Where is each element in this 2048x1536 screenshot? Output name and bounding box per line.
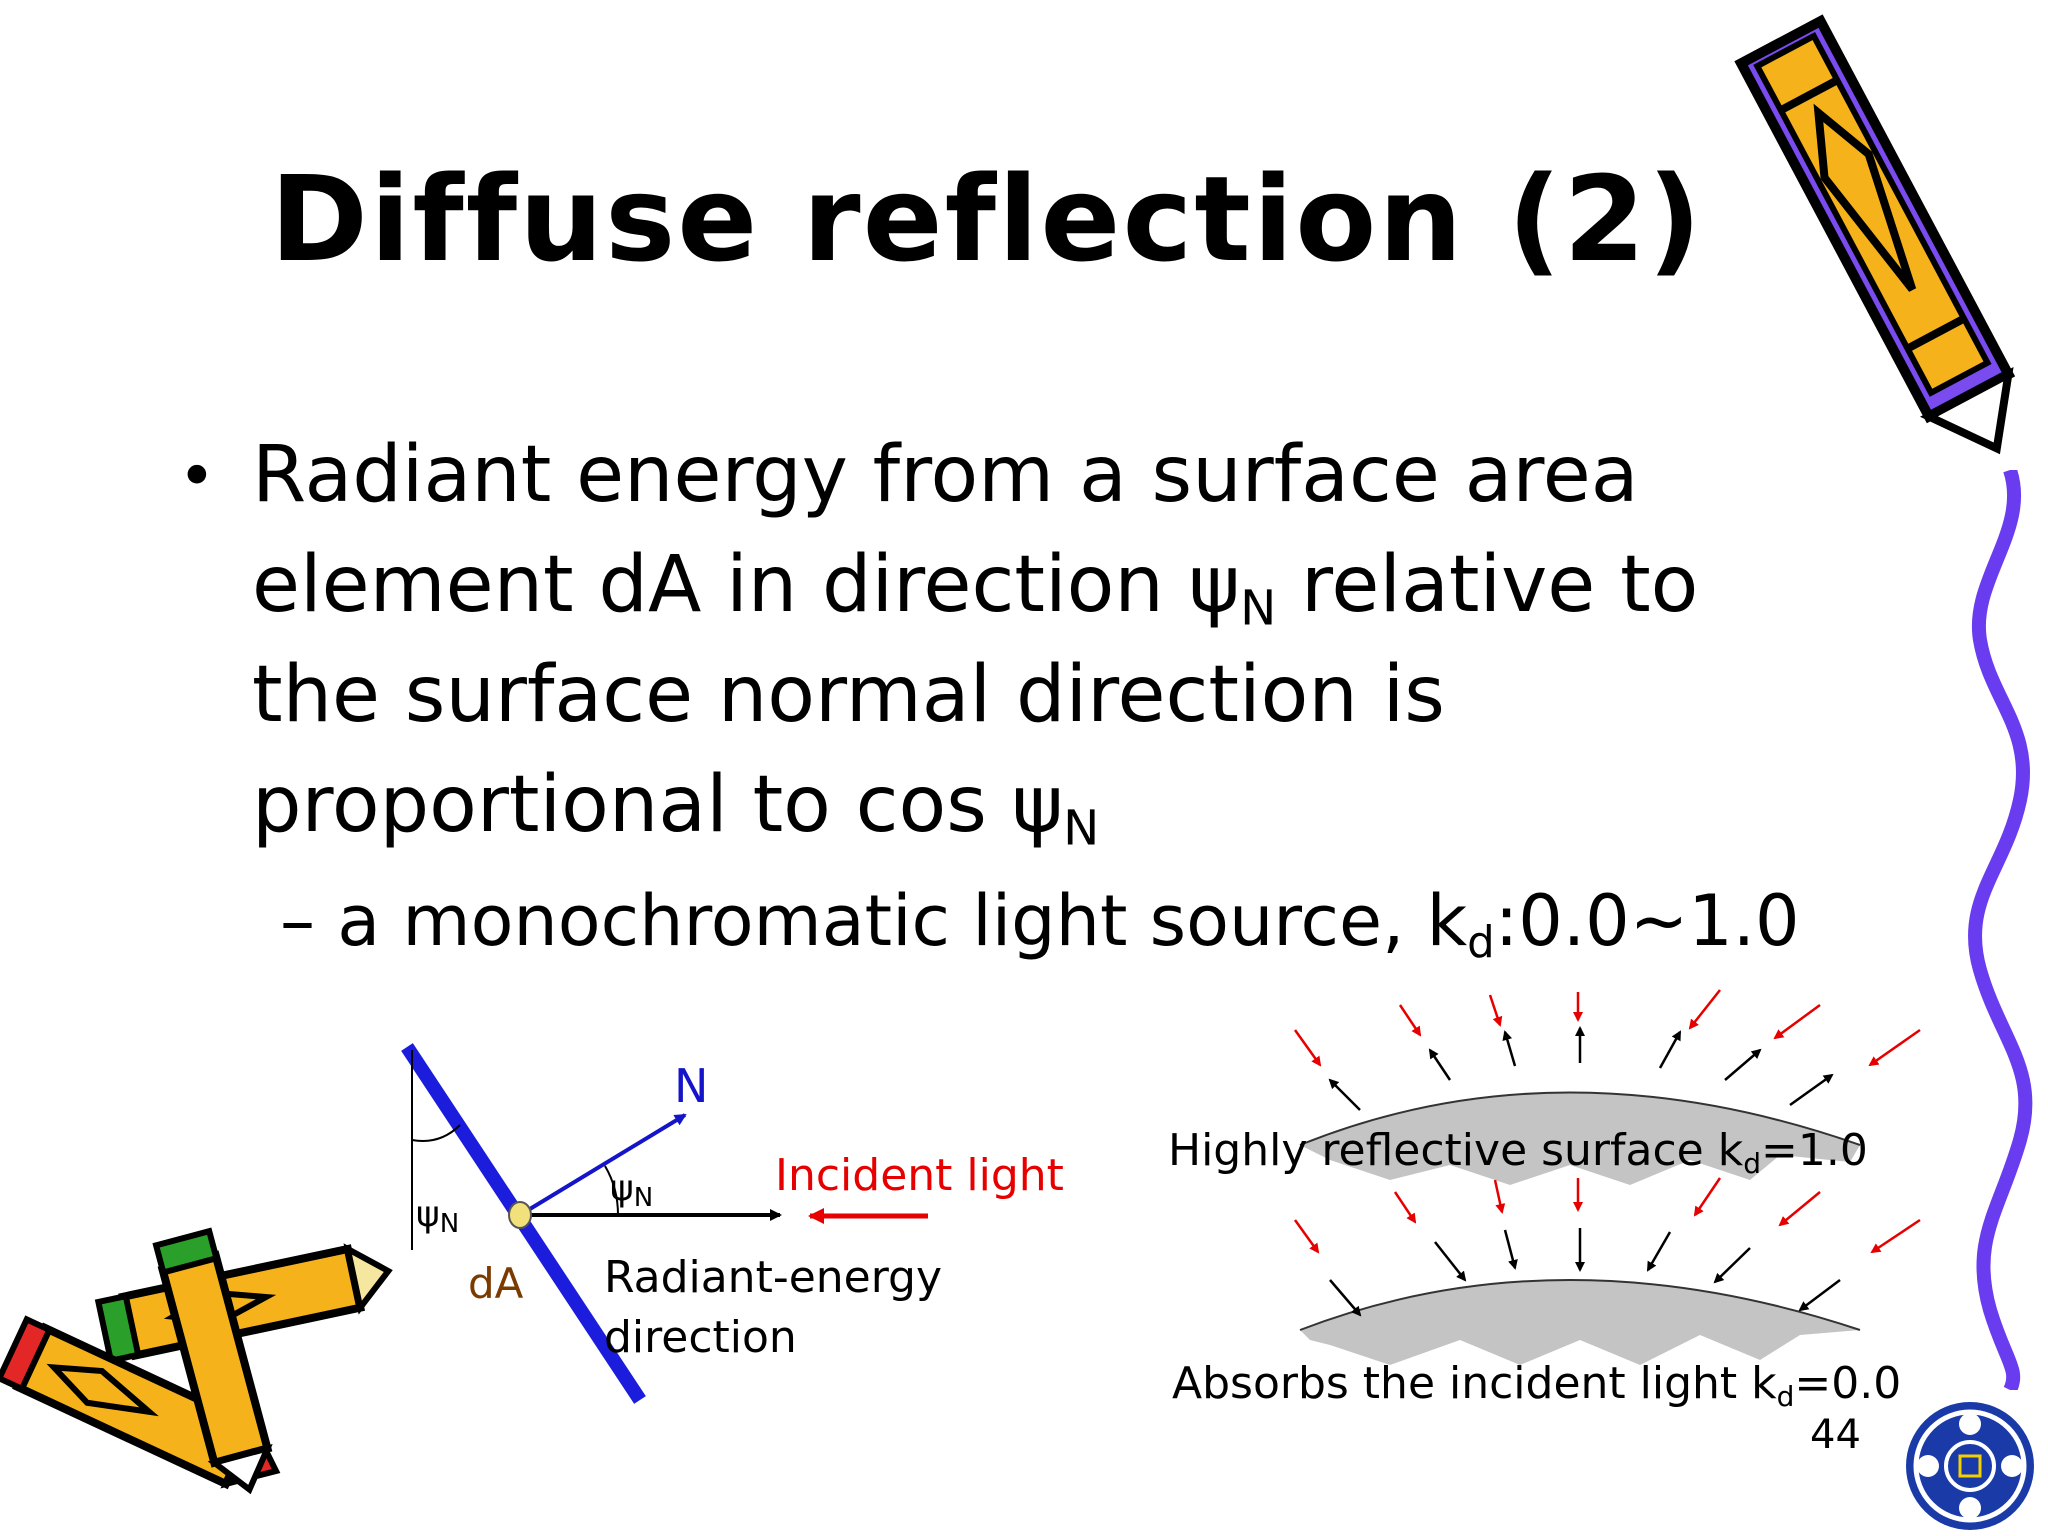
absorbing-surface: [1300, 1280, 1860, 1365]
bullet-line-3: the surface normal direction is: [252, 650, 1445, 740]
sub-bullet-dash: –: [280, 880, 315, 962]
bullet-line-2-pre: element dA in direction ψ: [252, 540, 1241, 630]
bullet-line-4-sub: N: [1063, 800, 1100, 857]
ribbon-decoration: [1968, 470, 2033, 1390]
bullet-line-1: Radiant energy from a surface area: [252, 430, 1639, 520]
bullet-line-4: proportional to cos ψN: [252, 760, 1099, 857]
sub-bullet-sub: d: [1467, 918, 1495, 969]
incident-rays-bottom: [1293, 1177, 1921, 1254]
bullet-line-4-pre: proportional to cos ψ: [252, 760, 1064, 850]
slide-title: Diffuse reflection (2): [270, 150, 1704, 288]
diagram-left: N ψN ψN dA Incident light Radiant-energy…: [401, 1043, 1064, 1404]
reflective-surface: [1300, 1092, 1860, 1185]
bullet-line-2: element dA in direction ψN relative to: [252, 540, 1698, 637]
radiant-energy-label-1: Radiant-energy: [604, 1252, 942, 1303]
incident-rays-top: [1293, 989, 1921, 1067]
bullet-line-2-post: relative to: [1276, 540, 1699, 630]
absorbing-surface-caption: Absorbs the incident light kd=0.0: [1172, 1358, 1901, 1413]
bullet-marker: •: [178, 440, 216, 514]
area-element-dot: [508, 1201, 532, 1229]
incident-light-label: Incident light: [775, 1150, 1064, 1201]
reflective-surface-edge: [1299, 1091, 1861, 1146]
pencil-clipart-top-right: [1734, 14, 2016, 455]
angle-arc-right: [604, 1165, 619, 1216]
absorbed-rays-bottom: [1329, 1228, 1841, 1317]
pencils-clipart-bottom-left: [0, 1227, 393, 1495]
angle-label-right: ψN: [610, 1168, 653, 1213]
sub-bullet: – a monochromatic light source, kd:0.0~1…: [280, 880, 1800, 968]
area-label: dA: [468, 1259, 524, 1308]
normal-arrow: [518, 1113, 687, 1217]
diagram-right: Highly reflective surface kd=1.0 Absorbs…: [1168, 989, 1921, 1413]
sub-bullet-text-pre: a monochromatic light source, k: [337, 880, 1468, 962]
reflective-surface-caption: Highly reflective surface kd=1.0: [1168, 1125, 1868, 1180]
page-number: 44: [1810, 1412, 1861, 1458]
radiant-energy-label-2: direction: [604, 1312, 797, 1363]
bullet-line-2-sub: N: [1240, 580, 1277, 637]
university-logo: [1906, 1402, 2034, 1530]
angle-arc-left: [411, 1124, 461, 1142]
angle-label-left: ψN: [416, 1194, 459, 1239]
reflected-rays-top: [1328, 1026, 1834, 1111]
sub-bullet-text-post: :0.0~1.0: [1494, 880, 1800, 962]
normal-label: N: [674, 1059, 708, 1113]
absorbing-surface-edge: [1299, 1279, 1861, 1331]
